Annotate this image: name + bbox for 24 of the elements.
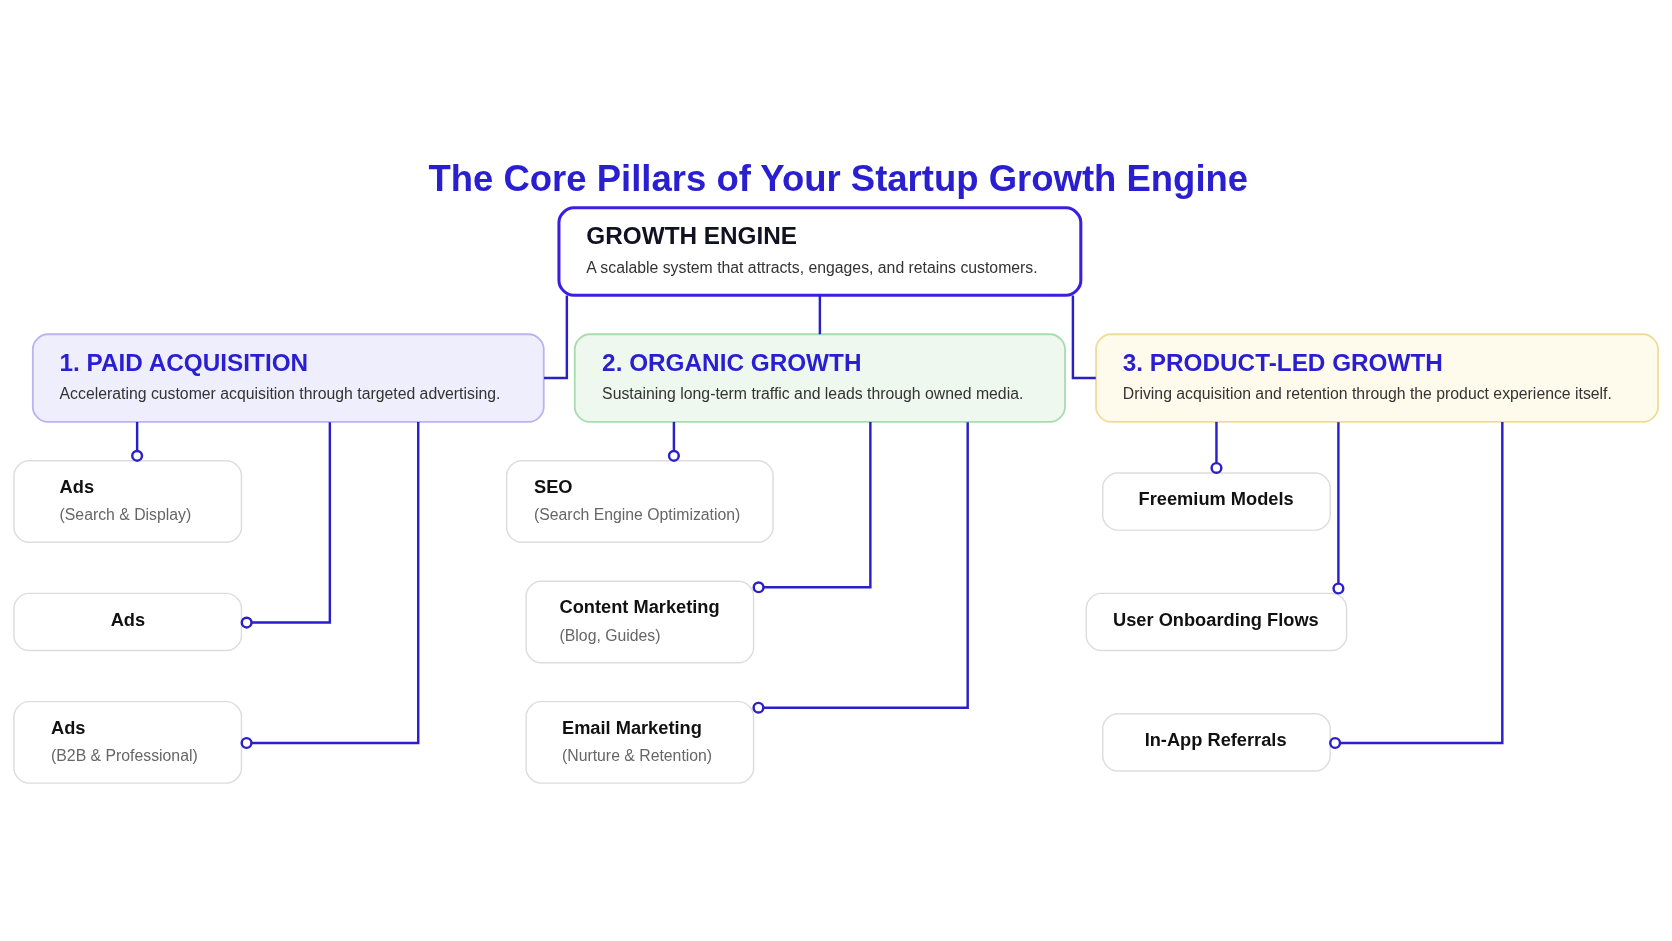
node-box: Ads (B2B & Professional)	[13, 700, 243, 784]
node-box: Email Marketing (Nurture & Retention)	[525, 700, 755, 784]
node-box: In-App Referrals	[1102, 713, 1331, 772]
connector	[667, 421, 680, 462]
node-box: Freemium Models	[1102, 472, 1331, 531]
node-box: 1. PAID ACQUISITION Accelerating customer acquisition through targeted advertising.	[31, 333, 545, 423]
node-box: 3. PRODUCT-LED GROWTH Driving acquisition and retention through the product experience itself.	[1095, 333, 1659, 423]
connector	[752, 421, 872, 594]
connector	[240, 422, 332, 629]
node-box: 2. ORGANIC GROWTH Sustaining long-term traffic and leads through owned media.	[573, 333, 1066, 423]
connector	[1332, 422, 1345, 595]
node-box: GROWTH ENGINE A scalable system that attracts, engages, and retains customers.	[557, 206, 1083, 297]
connector	[1329, 422, 1504, 750]
connector	[131, 421, 144, 462]
node-box: Content Marketing (Blog, Guides)	[525, 580, 755, 664]
node-box: User Onboarding Flows	[1085, 592, 1348, 652]
connector	[1210, 421, 1223, 475]
connector	[240, 422, 420, 750]
connector	[818, 295, 822, 335]
node-box: SEO (Search Engine Optimization)	[505, 460, 774, 543]
node-box: Ads (Search & Display)	[13, 460, 243, 543]
diagram-title: The Core Pillars of Your Startup Growth Engine	[428, 157, 1249, 199]
connector	[752, 422, 969, 714]
node-box: Ads	[13, 592, 243, 652]
